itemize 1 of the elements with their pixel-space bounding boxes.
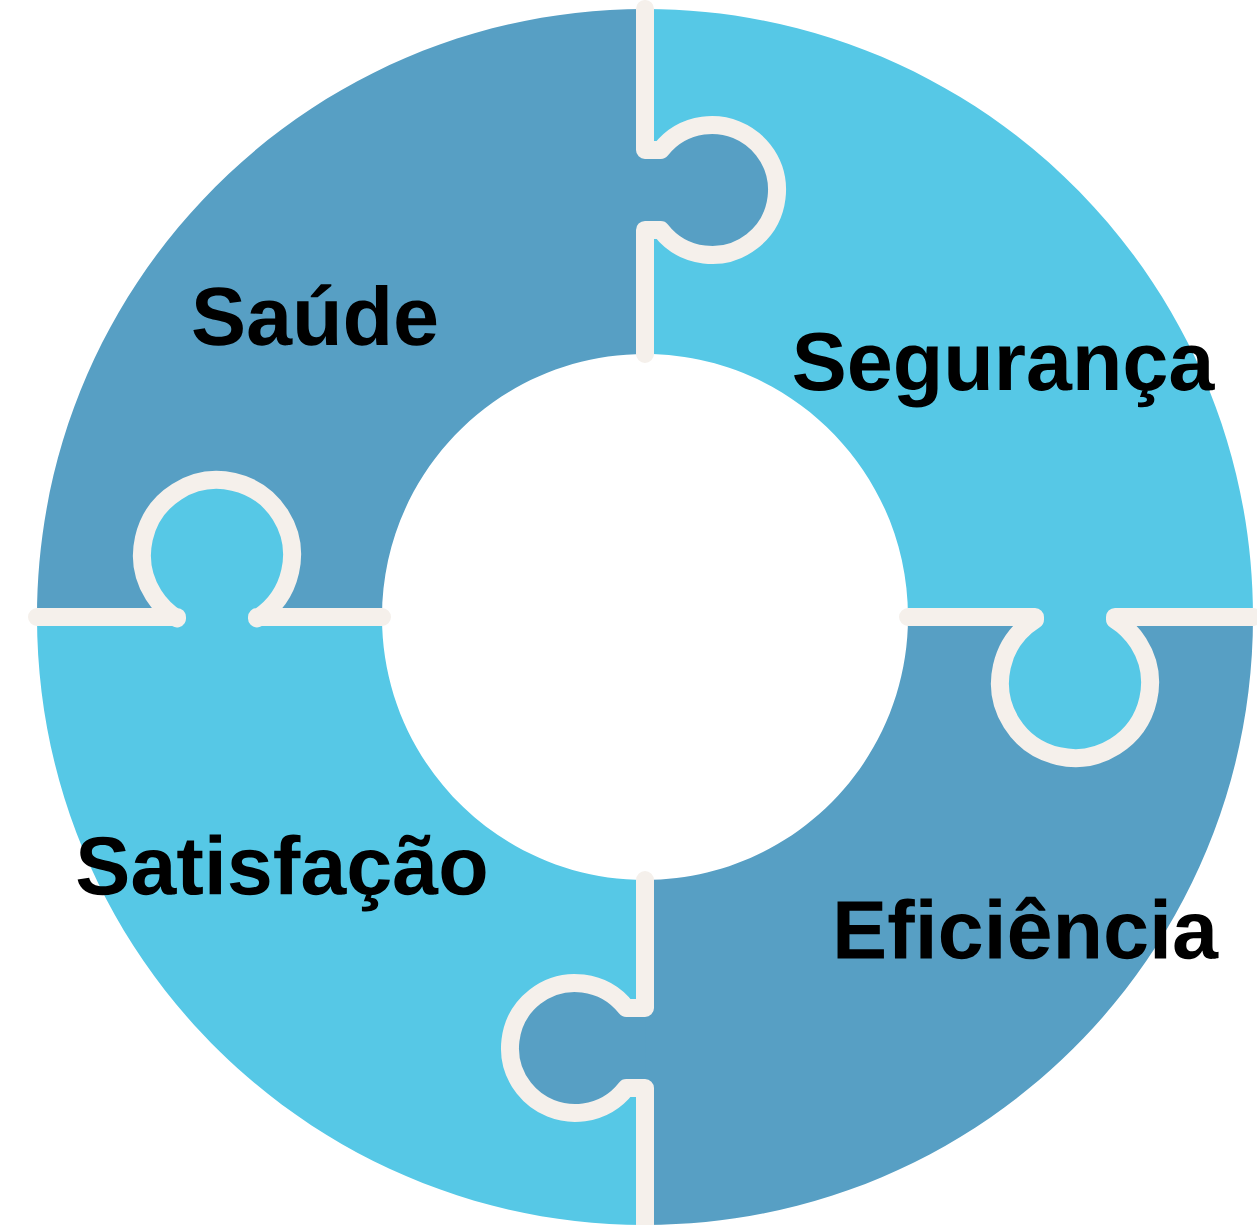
node-label: Saúde	[193, 284, 437, 346]
